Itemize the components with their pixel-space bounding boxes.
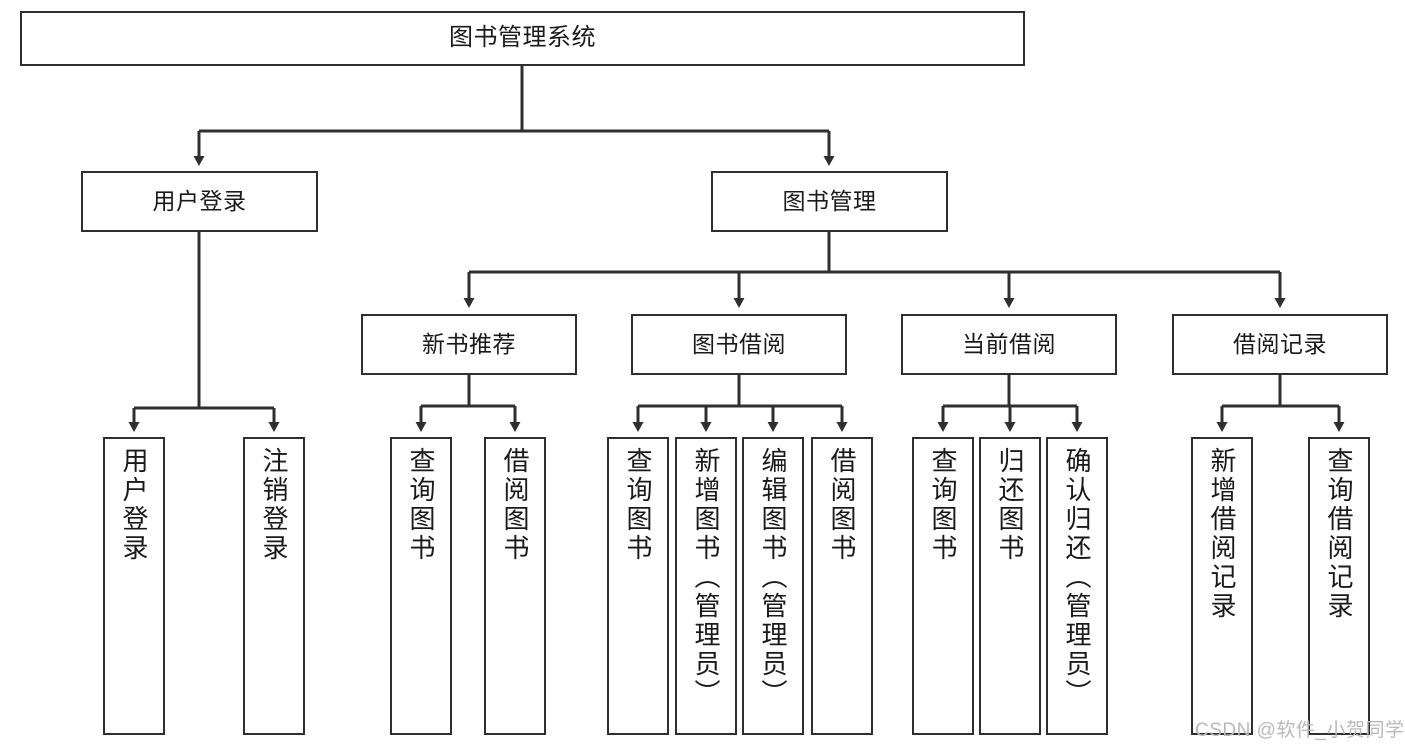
node-label: 当前借阅 <box>962 330 1056 357</box>
leaf-user-login-logout[interactable]: 注销登录 <box>243 437 305 735</box>
node-current-borrowing[interactable]: 当前借阅 <box>901 314 1117 375</box>
leaf-borrow-query-books[interactable]: 查询图书 <box>607 437 669 735</box>
node-label: 查询图书 <box>623 447 653 563</box>
node-book-management[interactable]: 图书管理 <box>711 171 948 232</box>
node-label: 查询图书 <box>406 447 436 563</box>
csdn-watermark: CSDN @软件_小贺同学 <box>1195 720 1405 741</box>
node-root-book-management-system[interactable]: 图书管理系统 <box>20 11 1025 66</box>
node-label: 图书管理 <box>782 187 877 214</box>
node-label: 编辑图书（管理员） <box>758 447 788 708</box>
node-label: 用户登录 <box>119 447 149 563</box>
node-label: 确认归还（管理员） <box>1062 447 1092 708</box>
leaf-record-query-borrow-record[interactable]: 查询借阅记录 <box>1308 437 1370 735</box>
node-label: 新增图书（管理员） <box>691 447 721 708</box>
node-label: 借阅图书 <box>827 447 857 563</box>
node-label: 图书借阅 <box>692 330 786 357</box>
leaf-borrow-add-book-admin[interactable]: 新增图书（管理员） <box>675 437 737 735</box>
leaf-new-book-borrow-books[interactable]: 借阅图书 <box>484 437 546 735</box>
leaf-current-confirm-return-admin[interactable]: 确认归还（管理员） <box>1046 437 1108 735</box>
leaf-current-return-books[interactable]: 归还图书 <box>979 437 1041 735</box>
node-user-login[interactable]: 用户登录 <box>81 171 318 232</box>
node-label: 新增借阅记录 <box>1207 447 1237 621</box>
leaf-user-login-login[interactable]: 用户登录 <box>103 437 165 735</box>
node-label: 注销登录 <box>259 447 289 563</box>
leaf-current-query-books[interactable]: 查询图书 <box>912 437 974 735</box>
node-borrow-records[interactable]: 借阅记录 <box>1172 314 1388 375</box>
leaf-borrow-borrow-books[interactable]: 借阅图书 <box>811 437 873 735</box>
leaf-record-add-borrow-record[interactable]: 新增借阅记录 <box>1191 437 1253 735</box>
node-new-book-recommendation[interactable]: 新书推荐 <box>361 314 577 375</box>
node-label: 借阅记录 <box>1233 330 1327 357</box>
node-label: 用户登录 <box>152 187 247 214</box>
leaf-borrow-edit-book-admin[interactable]: 编辑图书（管理员） <box>742 437 804 735</box>
node-label: 查询借阅记录 <box>1324 447 1354 621</box>
leaf-new-book-query-books[interactable]: 查询图书 <box>390 437 452 735</box>
node-label: 归还图书 <box>995 447 1025 563</box>
node-label: 图书管理系统 <box>449 24 596 52</box>
node-book-borrowing[interactable]: 图书借阅 <box>631 314 847 375</box>
node-label: 新书推荐 <box>422 330 516 357</box>
node-label: 查询图书 <box>928 447 958 563</box>
node-label: 借阅图书 <box>500 447 530 563</box>
